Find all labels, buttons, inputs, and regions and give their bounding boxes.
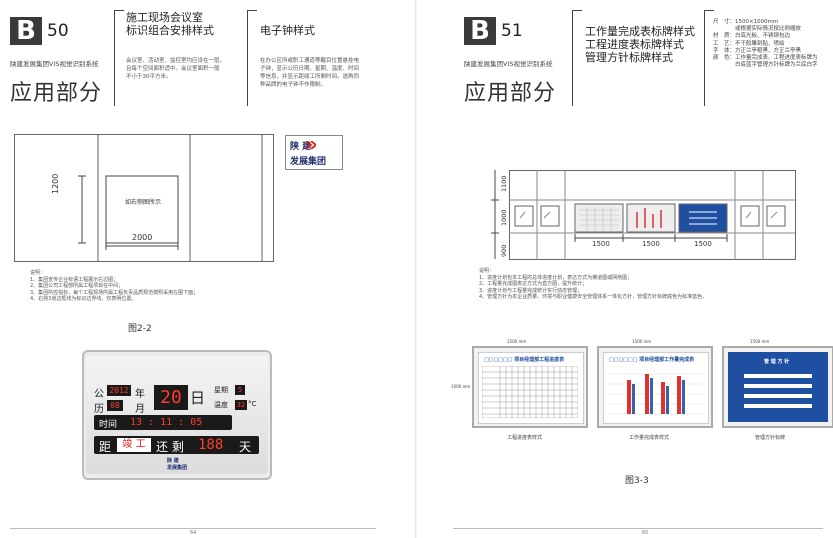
workload-bars <box>607 373 703 415</box>
section-title: 工作量完成表标牌样式 工程进度表标牌样式 管理方针标牌样式 <box>585 25 695 64</box>
policy-board: 管 理 方 针 <box>722 346 833 428</box>
divider <box>247 10 248 106</box>
body-text-1: 会议室、活动室、监控室均应设在一层， 且每个空间面积适中。会议室面积一般 不小于… <box>126 58 226 80</box>
divider <box>572 10 582 11</box>
page-number: 65 <box>642 530 649 536</box>
body-text-2: 在办公区所或职工通道等醒目位置悬挂电 子钟，显示公历日期、星期、温度、时间 等信… <box>260 58 360 88</box>
clock-time-bar: 时间 13 : 11 : 05 <box>94 415 232 430</box>
section-letter: B <box>464 17 496 45</box>
dim-h-3: 1500 <box>694 240 712 248</box>
group-name: 陕建发展集团VIS视觉识别系统 <box>10 60 99 68</box>
center-text: 如右侧图所示 <box>125 199 162 206</box>
board-wall-elevation <box>491 170 796 260</box>
clock-countdown-bar: 距 竣 工 还 剩 188 天 <box>94 436 259 454</box>
figure-label: 图3-3 <box>625 476 649 486</box>
figure-label: 图2-2 <box>128 324 152 334</box>
section-title-2: 电子钟样式 <box>260 24 315 37</box>
section-number: 51 <box>501 21 523 41</box>
divider <box>114 10 124 11</box>
group-name: 陕建发展集团VIS视觉识别系统 <box>464 60 553 68</box>
section-title-1: 施工现场会议室 标识组合安排样式 <box>126 11 214 37</box>
big-title: 应用部分 <box>10 81 103 106</box>
clock-logo: 陕 建 发展集团 <box>167 458 188 471</box>
electronic-clock: 公 2012 年 历 08 月 20 日 星期 5 温度 32 °C 时间 13… <box>82 350 272 480</box>
section-letter: B <box>10 17 42 45</box>
divider <box>704 10 705 106</box>
footer-line <box>10 528 376 529</box>
footer-line <box>453 528 823 529</box>
dim-h-1: 1500 <box>592 240 610 248</box>
caption-workload: 工作量完成表样式 <box>629 435 670 441</box>
conference-wall-diagram <box>14 134 274 262</box>
left-page: B 50 陕建发展集团VIS视觉识别系统 应用部分 施工现场会议室 标识组合安排… <box>0 0 416 538</box>
notes: 说明： 1、集团宣传企业标语工程展示右边图； 2、集团公司工程部所属工程项目在中… <box>30 270 199 302</box>
book-spine <box>415 0 418 538</box>
page-number: 64 <box>190 530 197 536</box>
big-title: 应用部分 <box>464 81 557 106</box>
divider <box>247 10 257 11</box>
section-number: 50 <box>47 21 69 41</box>
workload-board: □□□□□□ 项目经理部工作量完成表 <box>597 346 713 428</box>
group-logo: 陕 建 发展集团 <box>285 135 343 170</box>
progress-board: □□□□□□ 项目经理部工程进度表 <box>472 346 588 428</box>
divider <box>704 10 714 11</box>
progress-grid <box>482 366 578 418</box>
dim-v-1100: 1100 <box>500 175 508 192</box>
dim-width: 2000 <box>132 233 153 242</box>
right-page: B 51 陕建发展集团VIS视觉识别系统 应用部分 工作量完成表标牌样式 工程进… <box>417 0 833 538</box>
notes: 说明： 1、进度计划包本工程的总体进度计划，表达方式为横道图或网络图； 2、工程… <box>479 268 708 300</box>
dim-v-900: 900 <box>500 244 508 257</box>
dim-h-2: 1500 <box>642 240 660 248</box>
caption-progress: 工程进度表样式 <box>507 435 543 441</box>
spec-list: 尺 寸：1500×1000mm 或根据实际情况按比例缩放 材 质：白底光板、不锈… <box>713 19 818 69</box>
dim-height: 1200 <box>51 173 60 194</box>
divider <box>114 10 115 106</box>
caption-policy: 管理方针标牌 <box>755 435 786 441</box>
divider <box>572 10 573 106</box>
dim-v-1000: 1000 <box>500 209 508 226</box>
logo-mark-icon <box>306 141 316 149</box>
